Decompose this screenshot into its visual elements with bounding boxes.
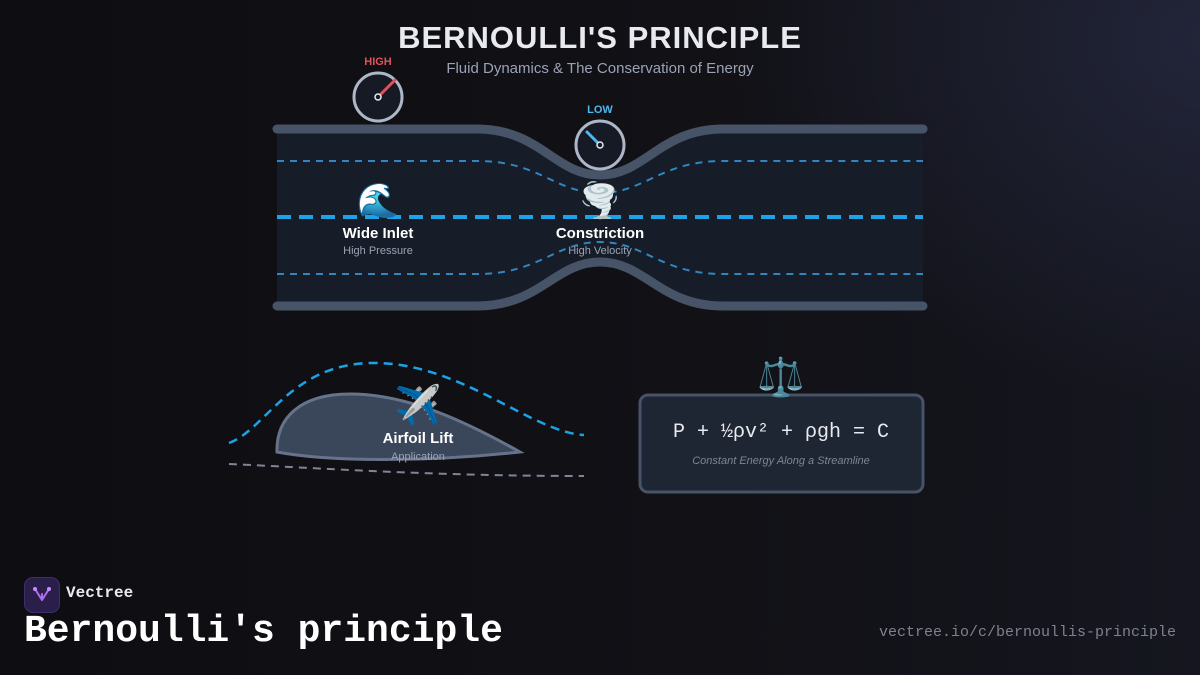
inlet-label: Wide Inlet <box>343 225 414 242</box>
gauge-high-label: HIGH <box>364 56 392 68</box>
airplane-icon: ✈️ <box>394 382 441 427</box>
airfoil-lower-flow <box>228 463 585 477</box>
gauge-low-label: LOW <box>587 104 613 116</box>
wave-icon: 🌊 <box>357 181 399 220</box>
diagram-subtitle: Fluid Dynamics & The Conservation of Ene… <box>446 60 754 77</box>
brand-logo <box>24 577 60 613</box>
bernoulli-equation: P + ½ρv² + ρgh = C <box>673 421 889 444</box>
constriction-label: Constriction <box>556 225 644 242</box>
streamline-upper <box>277 160 923 195</box>
brand-name: Vectree <box>66 584 134 602</box>
gauge-high <box>352 71 404 123</box>
equation-caption: Constant Energy Along a Streamline <box>692 455 870 467</box>
pipe-body <box>277 129 923 306</box>
pipe-bottom-wall <box>272 257 928 311</box>
diagram-title: BERNOULLI'S PRINCIPLE <box>398 20 802 55</box>
equation-panel <box>638 393 925 494</box>
airfoil-label: Airfoil Lift <box>383 430 454 447</box>
source-url[interactable]: vectree.io/c/bernoullis-principle <box>878 624 1176 641</box>
airfoil-upper-flow <box>228 361 585 445</box>
scales-icon: ⚖️ <box>757 355 804 399</box>
vectree-logo-icon <box>33 587 51 601</box>
streamline-lower <box>277 240 923 275</box>
gauge-low <box>574 119 626 171</box>
airfoil-shape <box>275 392 525 461</box>
constriction-sublabel: High Velocity <box>568 245 632 257</box>
inlet-sublabel: High Pressure <box>343 245 413 257</box>
airfoil-sublabel: Application <box>391 451 445 463</box>
gauge-high-needle <box>376 78 397 99</box>
page-title: Bernoulli's principle <box>24 610 503 653</box>
pipe-top-wall <box>272 124 928 180</box>
tornado-icon: 🌪️ <box>579 180 621 221</box>
